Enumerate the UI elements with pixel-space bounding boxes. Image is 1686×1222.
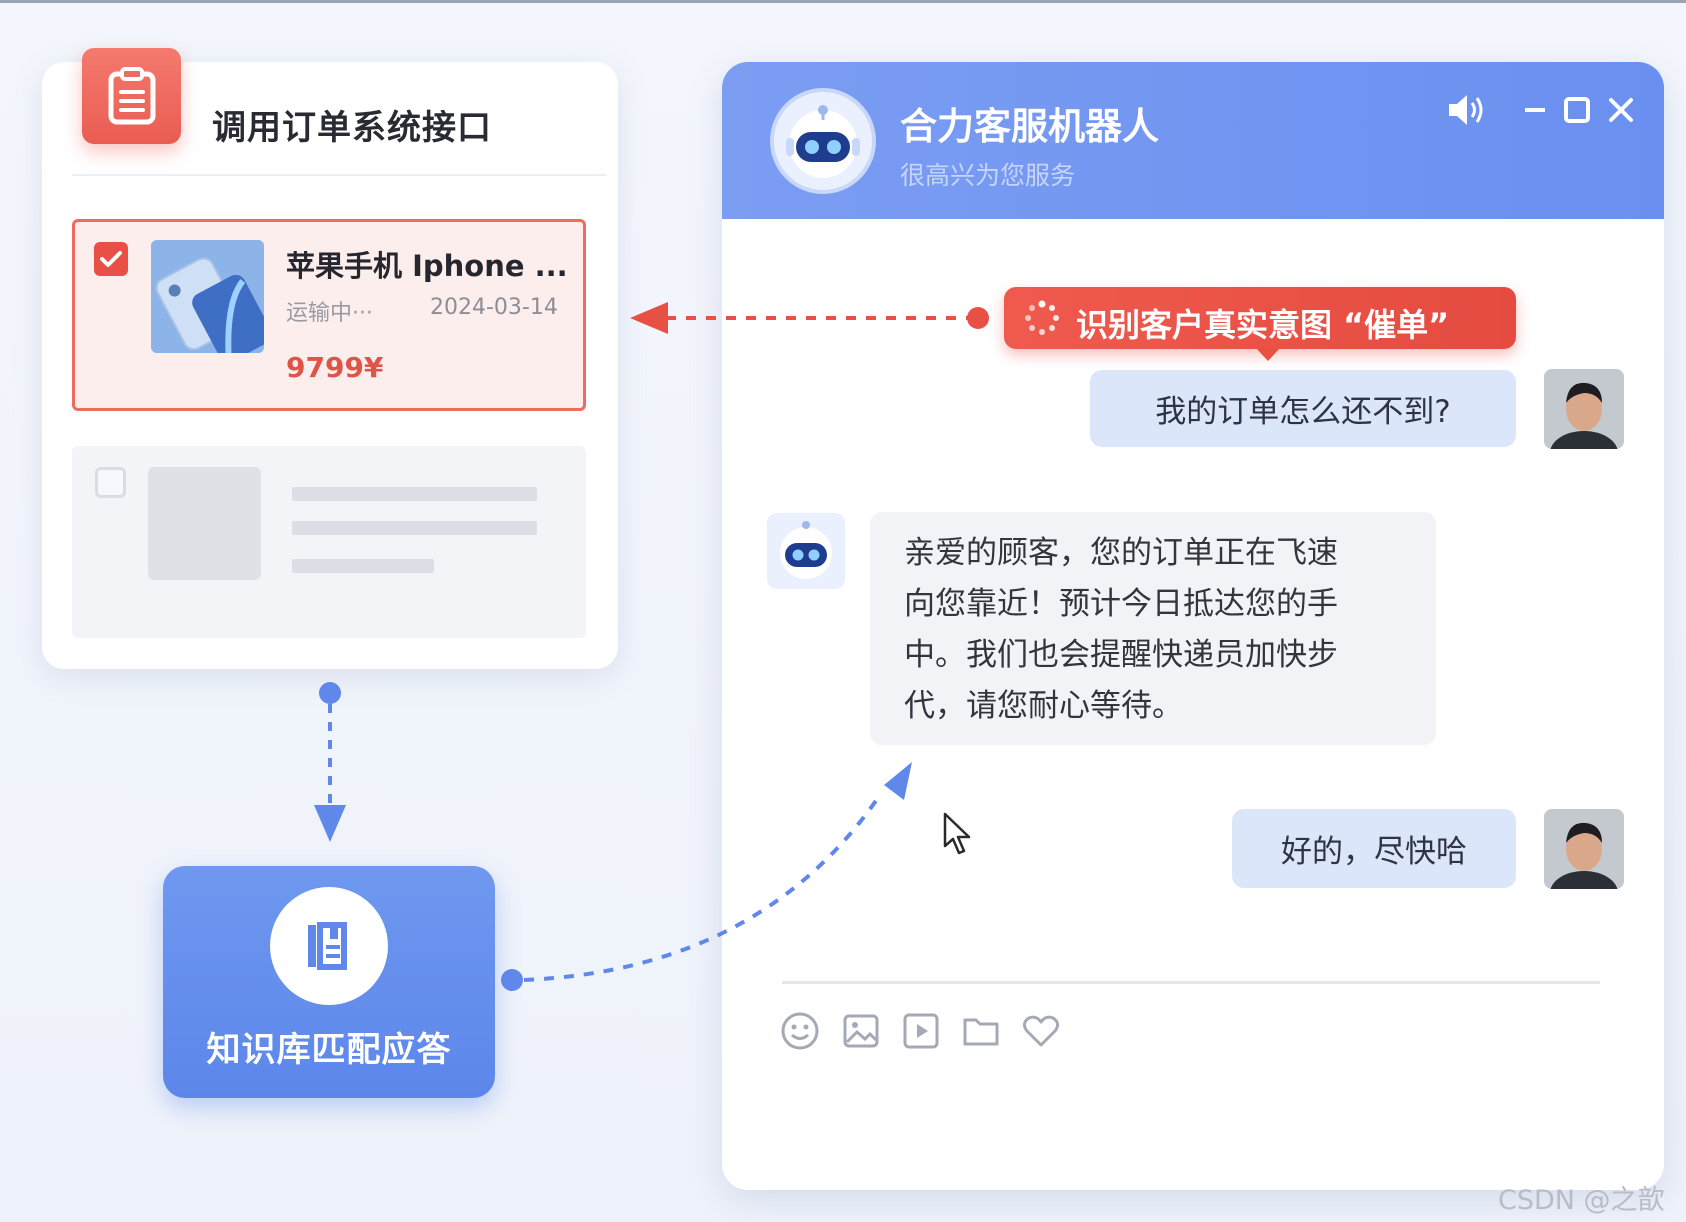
input-divider xyxy=(782,981,1600,984)
product-price: 9799¥ xyxy=(286,351,384,384)
bot-avatar-small xyxy=(767,513,845,589)
knowledge-base-label: 知识库匹配应答 xyxy=(206,1030,452,1070)
order-checkbox-checked[interactable] xyxy=(94,242,128,276)
placeholder-line xyxy=(292,521,537,535)
divider xyxy=(72,174,606,176)
loading-spinner-icon xyxy=(1024,300,1060,336)
notebook-icon xyxy=(270,887,388,1005)
video-icon[interactable] xyxy=(901,1011,941,1051)
folder-icon[interactable] xyxy=(961,1011,1001,1051)
bot-message-line: 中。我们也会提醒快递员加快步 xyxy=(904,637,1338,673)
mouse-cursor-icon xyxy=(942,812,972,856)
emoji-icon[interactable] xyxy=(780,1011,820,1051)
speaker-icon[interactable] xyxy=(1446,90,1486,130)
image-icon[interactable] xyxy=(841,1011,881,1051)
user-message: 好的，尽快哈 xyxy=(1232,809,1516,888)
heart-icon[interactable] xyxy=(1021,1011,1061,1051)
arrow-head xyxy=(314,805,346,842)
clipboard-icon xyxy=(82,48,181,144)
user-message: 我的订单怎么还不到? xyxy=(1090,370,1516,447)
maximize-icon[interactable] xyxy=(1557,90,1597,130)
bot-message-line: 向您靠近！预计今日抵达您的手 xyxy=(904,586,1338,622)
user-avatar xyxy=(1544,369,1624,449)
product-image xyxy=(151,240,264,353)
order-date: 2024-03-14 xyxy=(430,295,558,320)
bot-message-line: 代，请您耐心等待。 xyxy=(904,688,1183,724)
bot-subtitle: 很高兴为您服务 xyxy=(900,161,1076,190)
order-checkbox-unchecked[interactable] xyxy=(95,467,126,498)
shipping-status: 运输中··· xyxy=(286,301,373,326)
top-edge-line xyxy=(0,0,1686,3)
chat-header xyxy=(722,62,1664,219)
bot-message-line: 亲爱的顾客，您的订单正在飞速 xyxy=(904,535,1338,571)
intent-tag xyxy=(1004,287,1516,361)
product-name: 苹果手机 Iphone ... xyxy=(286,249,568,283)
order-panel-title: 调用订单系统接口 xyxy=(212,108,492,148)
bot-name: 合力客服机器人 xyxy=(900,105,1159,148)
placeholder-line xyxy=(292,487,537,501)
bot-avatar xyxy=(770,88,876,194)
arrow-head xyxy=(630,302,668,334)
bot-message: 亲爱的顾客，您的订单正在飞速 向您靠近！预计今日抵达您的手 中。我们也会提醒快递… xyxy=(870,512,1436,745)
placeholder-line xyxy=(292,559,434,573)
minimize-icon[interactable] xyxy=(1515,90,1555,130)
watermark: CSDN @之歆 xyxy=(1498,1185,1665,1216)
connector-dot xyxy=(319,682,341,704)
user-avatar xyxy=(1544,809,1624,889)
intent-label: 识别客户真实意图 “催单” xyxy=(1076,306,1450,344)
connector-dot xyxy=(501,969,523,991)
placeholder-image xyxy=(148,467,261,580)
close-icon[interactable] xyxy=(1601,90,1641,130)
